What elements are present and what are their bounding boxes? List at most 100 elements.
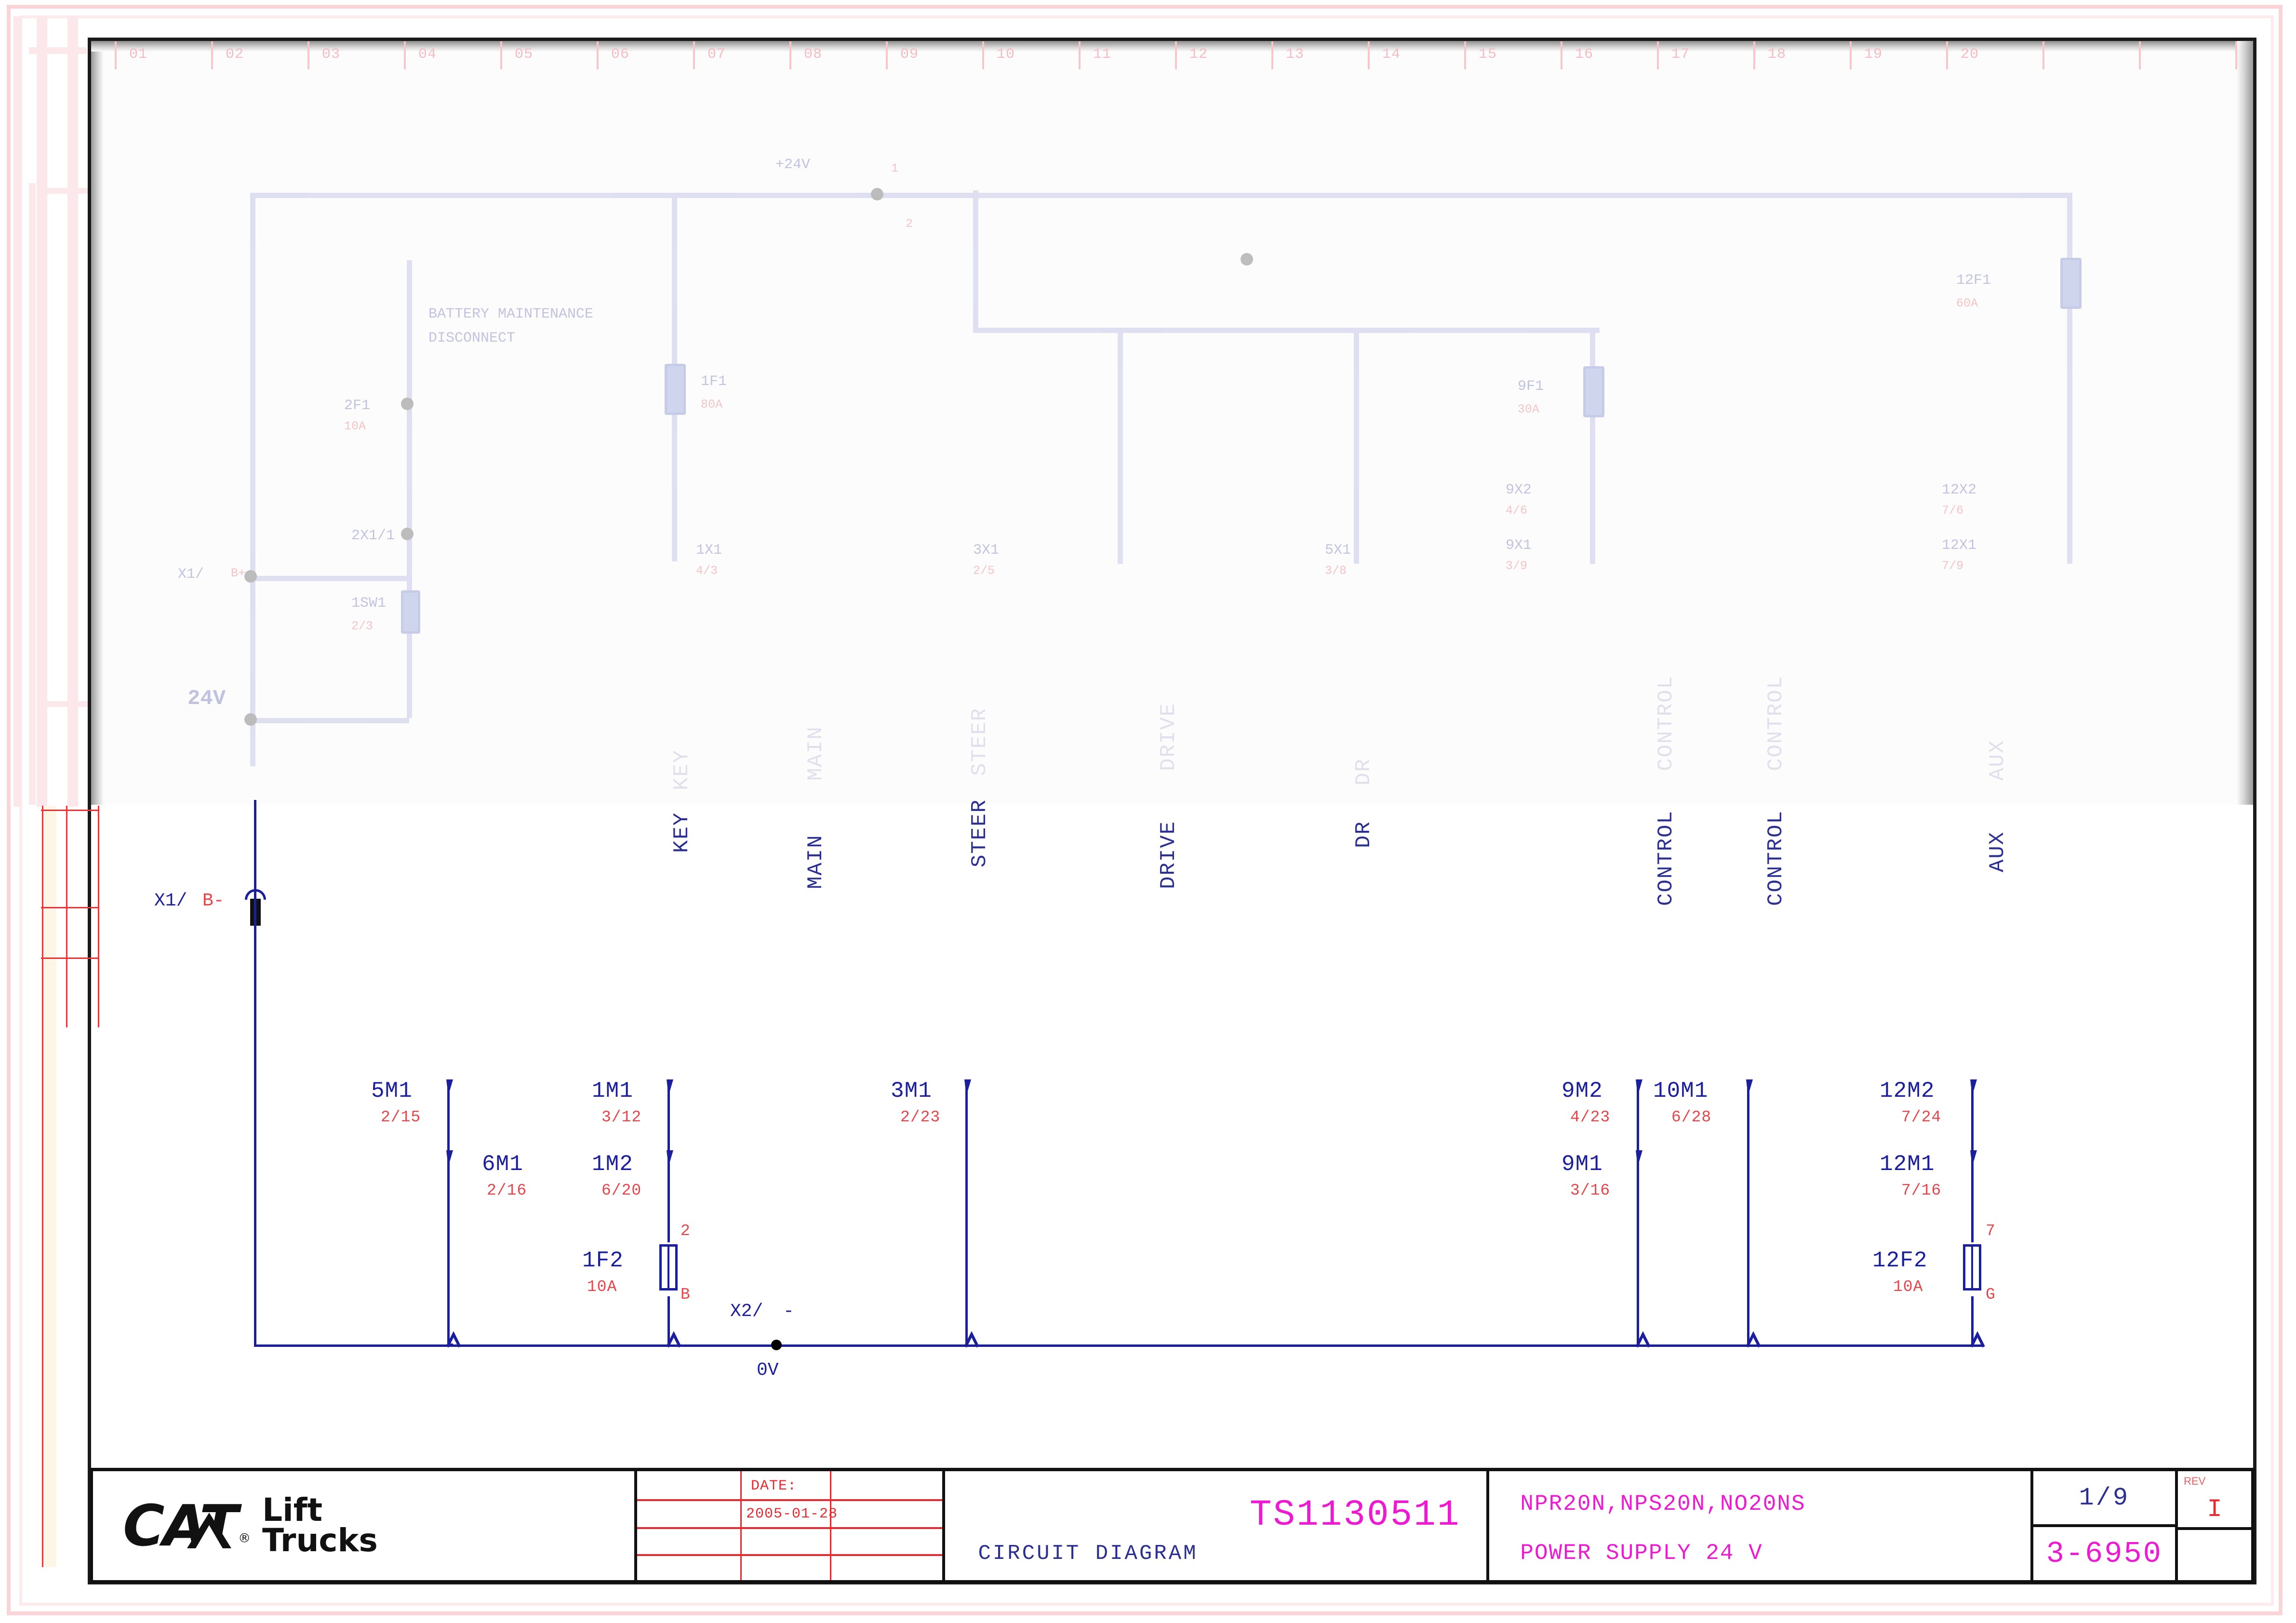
connector-arrow-3m1 bbox=[964, 1079, 971, 1096]
ruler-tick-label: 09 bbox=[900, 46, 919, 63]
component-ref-3m1: 2/23 bbox=[900, 1108, 941, 1126]
page-frame-inner bbox=[19, 15, 2274, 1606]
ruler-tick-label: 01 bbox=[129, 46, 148, 63]
component-label-12m2: 12M2 bbox=[1880, 1078, 1935, 1104]
ruler-tick-label: 03 bbox=[322, 46, 341, 63]
connector-arrow-1m1 bbox=[667, 1079, 673, 1096]
branch-wire-5m1 bbox=[447, 1083, 450, 1344]
branch-wire-1f2-lower bbox=[667, 1296, 670, 1344]
title-block-page-cell: 1/9 3-6950 bbox=[2033, 1471, 2178, 1580]
component-ref-12m2: 7/24 bbox=[1901, 1108, 1942, 1126]
component-label-3m1: 3M1 bbox=[891, 1078, 932, 1104]
faded-upper-schematic: +24V 1 2 BATTERY MAINTENANCE DISCONNECT … bbox=[91, 46, 2253, 805]
branch-heading-drive-tail: DRIVE bbox=[1157, 702, 1181, 771]
registered-mark-icon: ® bbox=[238, 1531, 251, 1546]
faded-region-edge-right bbox=[2237, 41, 2253, 805]
faded-region-background bbox=[91, 41, 2253, 805]
component-ref-1m2: 6/20 bbox=[601, 1182, 642, 1199]
date-value: 2005-01-28 bbox=[746, 1506, 838, 1522]
ruler-tick-label: 17 bbox=[1671, 46, 1690, 63]
fuse-label-1f2: 1F2 bbox=[582, 1248, 624, 1273]
ruler-tick-label: 19 bbox=[1864, 46, 1883, 63]
rail-zero-volt-bus bbox=[254, 1344, 1982, 1347]
branch-heading-control2-tail: CONTROL bbox=[1764, 675, 1788, 771]
connector-arrow-5m1 bbox=[446, 1079, 453, 1096]
ruler-tick-label: 02 bbox=[226, 46, 244, 63]
title-block: CAT ® Lift Trucks DATE: 2005-01-28 bbox=[90, 1468, 2255, 1583]
branch-wire-3m1 bbox=[965, 1083, 968, 1344]
connector-arrow-12m1 bbox=[1970, 1150, 1977, 1167]
ruler-tick-label: 11 bbox=[1093, 46, 1112, 63]
connector-arrow-10m1 bbox=[1746, 1079, 1753, 1096]
component-ref-6m1: 2/16 bbox=[487, 1182, 527, 1199]
component-label-10m1: 10M1 bbox=[1653, 1078, 1709, 1104]
ruler-tick-label: 07 bbox=[707, 46, 726, 63]
fuse-12f2-symbol bbox=[1963, 1244, 1981, 1290]
fuse-rating-1f2: 10A bbox=[587, 1278, 617, 1296]
component-label-9m2: 9M2 bbox=[1562, 1078, 1603, 1104]
date-label: DATE: bbox=[751, 1478, 797, 1494]
fuse-1f2-symbol bbox=[659, 1244, 678, 1290]
branch-wire-10m1 bbox=[1747, 1083, 1749, 1344]
cat-lift-trucks-logo: CAT ® Lift Trucks bbox=[123, 1491, 378, 1559]
connector-arrow-9m2 bbox=[1636, 1079, 1642, 1096]
terminal-x1-code: B- bbox=[202, 891, 225, 911]
bus-junction-mark bbox=[666, 1331, 681, 1348]
branch-heading-control1-tail: CONTROL bbox=[1654, 675, 1678, 771]
ruler-tick-label: 13 bbox=[1286, 46, 1305, 63]
revision-label: REV bbox=[2184, 1475, 2206, 1487]
connector-arrow-9m1 bbox=[1636, 1150, 1642, 1167]
branch-heading-steer: STEER bbox=[968, 798, 992, 867]
component-ref-12m1: 7/16 bbox=[1901, 1182, 1942, 1199]
component-label-12m1: 12M1 bbox=[1880, 1152, 1935, 1177]
fuse-terminal-top-12f2: 7 bbox=[1986, 1222, 1995, 1240]
component-label-1m1: 1M1 bbox=[592, 1078, 633, 1104]
ruler-tick-label: 04 bbox=[418, 46, 437, 63]
component-ref-1m1: 3/12 bbox=[601, 1108, 642, 1126]
ruler-tick-label: 16 bbox=[1575, 46, 1594, 63]
connector-arrow-12m2 bbox=[1970, 1079, 1977, 1096]
ground-label-code: - bbox=[783, 1301, 794, 1322]
model-list: NPR20N,NPS20N,NO20NS bbox=[1520, 1491, 1806, 1517]
margin-strip bbox=[29, 183, 36, 805]
ruler-tick-label: 05 bbox=[515, 46, 534, 63]
fuse-label-12f2: 12F2 bbox=[1872, 1248, 1928, 1273]
title-block-date-cell: DATE: 2005-01-28 bbox=[637, 1471, 946, 1580]
cat-triangle-inner-icon bbox=[196, 1525, 223, 1549]
terminal-x1-label: X1/ bbox=[154, 891, 187, 911]
bus-junction-mark bbox=[1746, 1331, 1761, 1348]
zero-volt-label: 0V bbox=[757, 1360, 779, 1381]
component-label-6m1: 6M1 bbox=[482, 1152, 523, 1177]
branch-heading-control2: CONTROL bbox=[1764, 810, 1788, 906]
branch-elbow-5m1 bbox=[447, 1344, 453, 1346]
faded-region-edge-top bbox=[91, 41, 2253, 52]
branch-heading-key-tail: KEY bbox=[670, 749, 694, 790]
title-block-model-cell: NPR20N,NPS20N,NO20NS POWER SUPPLY 24 V bbox=[1489, 1471, 2034, 1580]
bus-junction-mark bbox=[1970, 1331, 1985, 1348]
margin-strip bbox=[67, 16, 78, 807]
branch-wire-12f2-lower bbox=[1971, 1296, 1974, 1344]
fuse-rating-12f2: 10A bbox=[1893, 1278, 1923, 1296]
branch-heading-dr: DR bbox=[1352, 821, 1376, 848]
model-subject: POWER SUPPLY 24 V bbox=[1520, 1541, 1763, 1566]
component-label-5m1: 5M1 bbox=[371, 1078, 413, 1104]
zero-volt-junction-dot bbox=[771, 1340, 782, 1350]
component-label-1m2: 1M2 bbox=[592, 1152, 633, 1177]
bus-junction-mark bbox=[446, 1331, 461, 1348]
branch-heading-dr-tail: DR bbox=[1352, 758, 1376, 785]
title-block-logo-cell: CAT ® Lift Trucks bbox=[93, 1471, 638, 1580]
fuse-terminal-bottom-1f2: B bbox=[681, 1286, 690, 1304]
revision-blank-row bbox=[2178, 1527, 2251, 1580]
ruler-tick-label: 15 bbox=[1479, 46, 1497, 63]
connector-arrow-1m2 bbox=[667, 1150, 673, 1167]
page-frame-outer bbox=[7, 5, 2283, 1615]
branch-heading-steer-tail: STEER bbox=[968, 707, 992, 776]
component-ref-5m1: 2/15 bbox=[381, 1108, 421, 1126]
ruler-tick-label: 06 bbox=[611, 46, 630, 63]
logo-line-lift: Lift bbox=[262, 1491, 323, 1529]
branch-heading-key: KEY bbox=[670, 812, 694, 853]
branch-heading-drive: DRIVE bbox=[1157, 820, 1181, 889]
drawing-number-row: 3-6950 bbox=[2033, 1527, 2175, 1580]
ruler-tick-label: 14 bbox=[1382, 46, 1401, 63]
logo-line-trucks: Trucks bbox=[262, 1522, 378, 1559]
